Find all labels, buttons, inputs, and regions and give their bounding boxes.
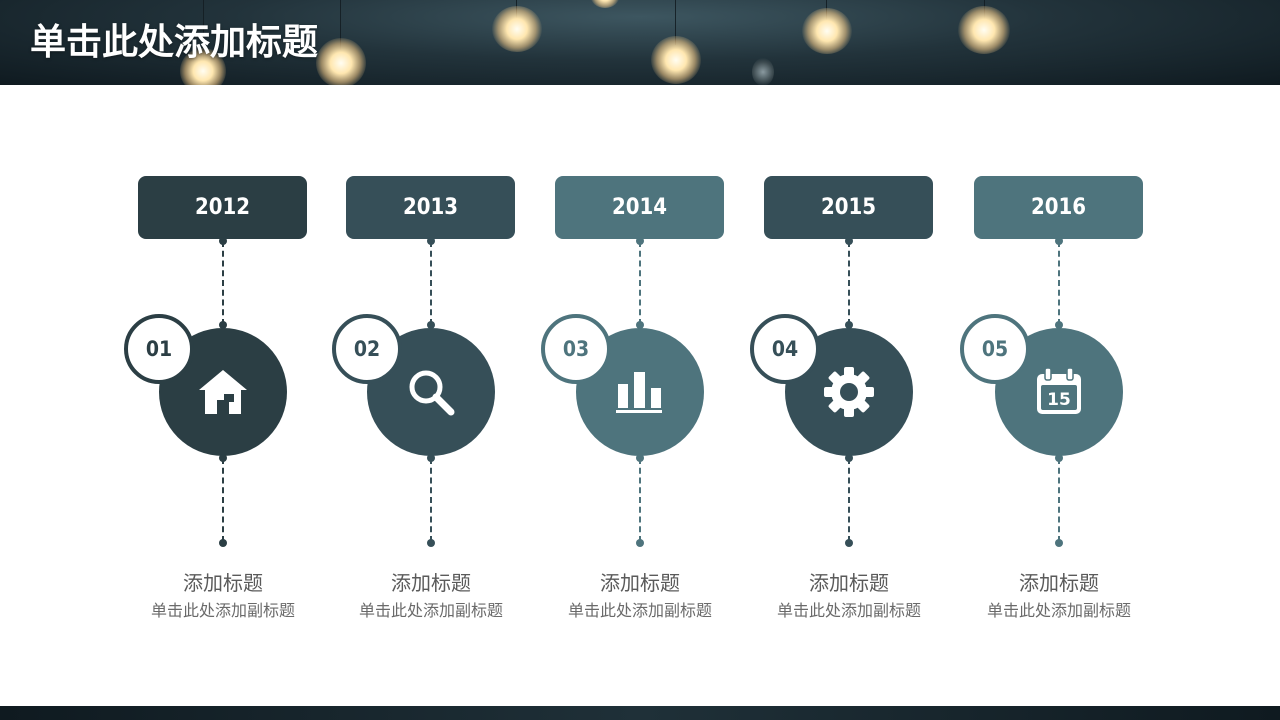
year-label[interactable]: 2013 — [346, 176, 515, 239]
dashed-connector — [430, 241, 432, 325]
step-subtitle[interactable]: 单击此处添加副标题 — [150, 601, 295, 620]
year-label[interactable]: 2015 — [764, 176, 933, 239]
calendar-icon: 15 — [1037, 368, 1081, 414]
connector-dot — [427, 539, 435, 547]
timeline-step-1: 2012 01 添加标题 单击此处添加副标题 — [124, 176, 308, 636]
bar-chart-icon — [616, 372, 662, 413]
step-title[interactable]: 添加标题 — [391, 571, 471, 595]
year-label[interactable]: 2016 — [974, 176, 1143, 239]
connector-dot — [845, 539, 853, 547]
step-title[interactable]: 添加标题 — [183, 571, 263, 595]
dashed-connector — [1058, 241, 1060, 325]
connector-dot — [219, 321, 227, 329]
connector-dot — [219, 539, 227, 547]
timeline-step-5: 2016 15 05 添加标题 单击此处添加副标题 — [960, 176, 1144, 636]
connector-dot — [1055, 539, 1063, 547]
gear-icon — [824, 367, 874, 417]
step-number: 02 — [332, 314, 402, 384]
dashed-connector — [639, 241, 641, 325]
step-subtitle[interactable]: 单击此处添加副标题 — [776, 601, 921, 620]
connector-dot — [636, 321, 644, 329]
step-title[interactable]: 添加标题 — [600, 571, 680, 595]
home-icon — [199, 370, 247, 414]
step-number: 04 — [750, 314, 820, 384]
timeline-step-2: 2013 02 添加标题 单击此处添加副标题 — [332, 176, 516, 636]
step-subtitle[interactable]: 单击此处添加副标题 — [986, 601, 1131, 620]
year-label[interactable]: 2012 — [138, 176, 307, 239]
step-number: 05 — [960, 314, 1030, 384]
dashed-connector — [848, 458, 850, 542]
timeline-step-3: 2014 03 添加标题 单击此处添加副标题 — [541, 176, 725, 636]
connector-dot — [427, 321, 435, 329]
dashed-connector — [1058, 458, 1060, 542]
dashed-connector — [222, 241, 224, 325]
dashed-connector — [848, 241, 850, 325]
connector-dot — [636, 539, 644, 547]
step-title[interactable]: 添加标题 — [1019, 571, 1099, 595]
icon-circle — [785, 328, 913, 456]
footer-bar — [0, 706, 1280, 720]
step-subtitle[interactable]: 单击此处添加副标题 — [358, 601, 503, 620]
header-banner: 单击此处添加标题 — [0, 0, 1280, 85]
dashed-connector — [430, 458, 432, 542]
year-label[interactable]: 2014 — [555, 176, 724, 239]
dashed-connector — [222, 458, 224, 542]
page-title[interactable]: 单击此处添加标题 — [30, 22, 319, 63]
step-number: 01 — [124, 314, 194, 384]
step-subtitle[interactable]: 单击此处添加副标题 — [567, 601, 712, 620]
timeline-step-4: 2015 04 添加标题 单击此处添加副标题 — [750, 176, 934, 636]
connector-dot — [845, 321, 853, 329]
dashed-connector — [639, 458, 641, 542]
connector-dot — [1055, 321, 1063, 329]
step-number: 03 — [541, 314, 611, 384]
step-title[interactable]: 添加标题 — [809, 571, 889, 595]
calendar-date: 15 — [1047, 390, 1071, 410]
search-icon — [409, 370, 455, 416]
